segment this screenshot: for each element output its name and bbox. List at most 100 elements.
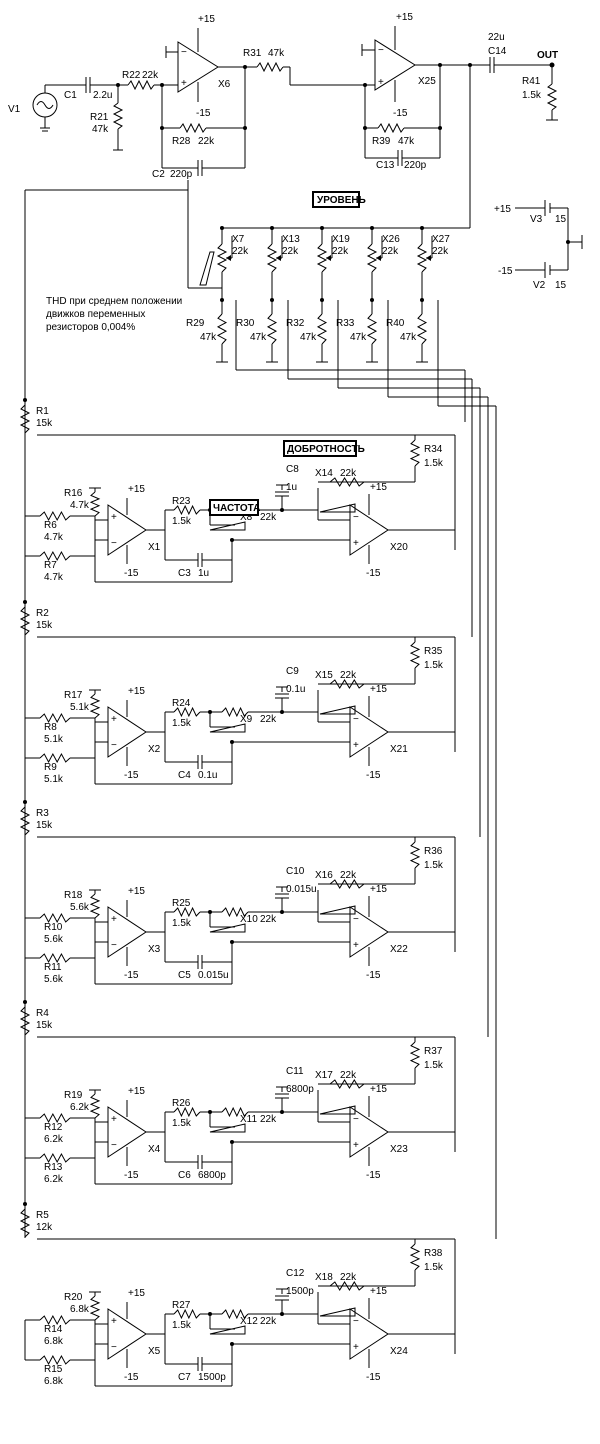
svg-text:+: + bbox=[181, 78, 187, 89]
opamp-x23 bbox=[349, 1106, 389, 1158]
opamp-plus: + bbox=[353, 940, 359, 951]
c2-label: C2 bbox=[152, 169, 165, 180]
v2-value: 15 bbox=[555, 280, 567, 291]
opamp-plus: + bbox=[111, 512, 117, 523]
opamp-name: X2 bbox=[148, 744, 161, 755]
band-cb-name: C9 bbox=[286, 666, 299, 677]
band-cb-name: C8 bbox=[286, 464, 299, 475]
band-cb-value: 1500p bbox=[286, 1286, 314, 1297]
level-r-value: 47k bbox=[250, 332, 267, 343]
opamp-x3 bbox=[107, 906, 147, 958]
band-cf-value: 1u bbox=[198, 568, 209, 579]
vplus: +15 bbox=[370, 1084, 387, 1095]
r28-label: R28 bbox=[172, 136, 191, 147]
band-cf-value: 1500p bbox=[198, 1372, 226, 1383]
band-ra-name: R10 bbox=[44, 922, 63, 933]
band-ra-value: 4.7k bbox=[44, 532, 64, 543]
band-ra-value: 5.1k bbox=[44, 734, 64, 745]
band-rg-name: R16 bbox=[64, 488, 83, 499]
band-rg-value: 4.7k bbox=[70, 500, 90, 511]
vminus: -15 bbox=[366, 568, 381, 579]
band-q-pot-name: X17 bbox=[315, 1070, 333, 1081]
x25-vplus: +15 bbox=[396, 12, 413, 23]
band-cb-value: 6800p bbox=[286, 1084, 314, 1095]
band-series-r-value: 15k bbox=[36, 820, 53, 831]
opamp-plus: + bbox=[111, 714, 117, 725]
r22-label: R22 bbox=[122, 70, 141, 81]
band-series-r-value: 15k bbox=[36, 1020, 53, 1031]
vminus: -15 bbox=[124, 568, 139, 579]
opamp-x4 bbox=[107, 1106, 147, 1158]
level-pot-value: 22k bbox=[332, 246, 349, 257]
level-pot-name: X13 bbox=[282, 234, 300, 245]
opamp-name: X21 bbox=[390, 744, 408, 755]
band-series-r-name: R5 bbox=[36, 1210, 49, 1221]
band-q-pot-value: 22k bbox=[340, 1070, 357, 1081]
vplus: +15 bbox=[128, 484, 145, 495]
band-rg-name: R17 bbox=[64, 690, 83, 701]
x25-vminus: -15 bbox=[393, 108, 408, 119]
opamp-name: X20 bbox=[390, 542, 408, 553]
band-series-r-name: R2 bbox=[36, 608, 49, 619]
vminus: -15 bbox=[124, 1170, 139, 1181]
band-ra-value: 6.8k bbox=[44, 1336, 64, 1347]
q-label-box bbox=[283, 440, 357, 457]
vplus: +15 bbox=[128, 1086, 145, 1097]
band-rb-value: 4.7k bbox=[44, 572, 64, 583]
opamp-minus: − bbox=[111, 1342, 117, 1353]
thd-note-line-2: движков переменных bbox=[46, 309, 145, 320]
r31-value: 47k bbox=[268, 48, 285, 59]
v3-value: 15 bbox=[555, 214, 567, 225]
c13-label: C13 bbox=[376, 160, 395, 171]
band-ra-name: R8 bbox=[44, 722, 57, 733]
band-cb-name: C11 bbox=[286, 1066, 304, 1077]
opamp-plus: + bbox=[353, 740, 359, 751]
band-q-r-value: 1.5k bbox=[424, 458, 444, 469]
opamp-name: X5 bbox=[148, 1346, 161, 1357]
opamp-plus: + bbox=[353, 1342, 359, 1353]
band-rb-name: R7 bbox=[44, 560, 57, 571]
level-pot-name: X19 bbox=[332, 234, 350, 245]
band-f-pot-name: X12 bbox=[240, 1316, 258, 1327]
vplus: +15 bbox=[128, 1288, 145, 1299]
band-q-r-value: 1.5k bbox=[424, 1262, 444, 1273]
band-rb-value: 6.8k bbox=[44, 1376, 64, 1387]
band-q-pot-value: 22k bbox=[340, 1272, 357, 1283]
band-q-r-name: R38 bbox=[424, 1248, 443, 1259]
band-cb-name: C10 bbox=[286, 866, 305, 877]
c2-value: 220p bbox=[170, 169, 193, 180]
vminus: -15 bbox=[124, 970, 139, 981]
opamp-x5 bbox=[107, 1308, 147, 1360]
band-cf-name: C4 bbox=[178, 770, 191, 781]
svg-text:−: − bbox=[181, 47, 187, 58]
band-rb-value: 6.2k bbox=[44, 1174, 64, 1185]
r28-value: 22k bbox=[198, 136, 215, 147]
f-slider-icon bbox=[209, 923, 246, 933]
band-ra-value: 5.6k bbox=[44, 934, 64, 945]
opamp-name: X3 bbox=[148, 944, 161, 955]
band-f-pot-name: X10 bbox=[240, 914, 258, 925]
opamp-name: X22 bbox=[390, 944, 408, 955]
r22-value: 22k bbox=[142, 70, 159, 81]
band-rf-name: R26 bbox=[172, 1098, 191, 1109]
band-rf-value: 1.5k bbox=[172, 918, 192, 929]
opamp-name: X23 bbox=[390, 1144, 408, 1155]
level-pot-value: 22k bbox=[282, 246, 299, 257]
f-slider-icon bbox=[209, 723, 246, 733]
band-rf-value: 1.5k bbox=[172, 718, 192, 729]
band-q-pot-value: 22k bbox=[340, 670, 357, 681]
band-rg-value: 5.6k bbox=[70, 902, 90, 913]
band-rb-name: R15 bbox=[44, 1364, 63, 1375]
opamp-name: X1 bbox=[148, 542, 161, 553]
return-wires bbox=[235, 300, 497, 1239]
out-label: OUT bbox=[537, 50, 558, 61]
thd-note-line-1: THD при среднем положении bbox=[46, 296, 182, 307]
opamp-x25 bbox=[374, 39, 416, 91]
r39-label: R39 bbox=[372, 136, 391, 147]
